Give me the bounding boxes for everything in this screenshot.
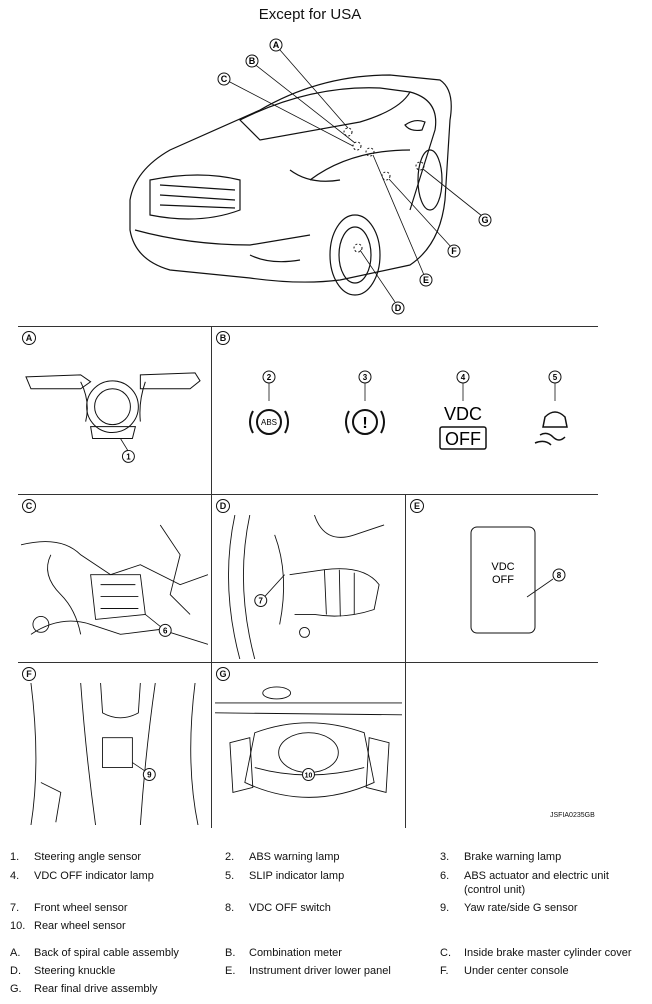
panel-tag: A: [22, 331, 36, 345]
spiral-cable-illustration: 1: [25, 372, 201, 463]
legend-number: 8.: [225, 902, 235, 914]
legend-number: 7.: [10, 902, 20, 914]
callout-5: 5: [553, 373, 558, 382]
callout-A: A: [273, 40, 280, 50]
legend-text: ABS warning lamp: [249, 851, 340, 863]
callout-B: B: [249, 56, 256, 66]
detail-panel-grid: A 1 B 2 3 4 5: [18, 326, 598, 828]
legend-text: Rear final drive assembly: [34, 983, 158, 995]
legend-text: Inside brake master cylinder cover: [464, 947, 632, 959]
vdc-label: VDC: [444, 404, 482, 424]
panel-B: B 2 3 4 5 ABS ! VDC OF: [212, 326, 598, 494]
brake-warning-icon: [345, 409, 385, 435]
legend-number: B.: [225, 947, 236, 959]
legend-text: SLIP indicator lamp: [249, 870, 345, 882]
callout-F: F: [451, 246, 457, 256]
legend-text: Combination meter: [249, 947, 342, 959]
legend-text: Instrument driver lower panel: [249, 965, 391, 977]
callout-6: 6: [163, 626, 168, 635]
legend-text: Under center console: [464, 965, 569, 977]
off-label: OFF: [445, 429, 481, 449]
panel-C: C 6: [18, 494, 212, 662]
legend-text: Rear wheel sensor: [34, 920, 126, 932]
callout-3: 3: [363, 373, 368, 382]
callout-1: 1: [126, 452, 131, 461]
panel-tag: B: [216, 331, 230, 345]
panel-F: F 9: [18, 662, 212, 828]
legend-text: ABS actuator and electric unit (control …: [464, 870, 609, 896]
legend-text: Back of spiral cable assembly: [34, 947, 179, 959]
legend-number: 10.: [10, 920, 26, 932]
legend-number: 6.: [440, 870, 450, 882]
page-title: Except for USA: [258, 6, 362, 23]
callout-2: 2: [267, 373, 272, 382]
legend-text: Steering knuckle: [34, 965, 116, 977]
front-wheel-sensor-illustration: 7: [228, 515, 385, 660]
legend-number: 2.: [225, 851, 235, 863]
panel-A: A 1: [18, 326, 212, 494]
panel-tag: E: [410, 499, 424, 513]
panel-tag: D: [216, 499, 230, 513]
figure-code: JSFIA0235GB: [550, 812, 595, 819]
legend-number: E.: [225, 965, 236, 977]
legend-number: 5.: [225, 870, 235, 882]
vdc-off-switch-illustration: VDC OFF 8: [470, 526, 566, 634]
legend-text: Front wheel sensor: [34, 902, 128, 914]
callout-G: G: [481, 215, 488, 225]
legend-number: 9.: [440, 902, 450, 914]
callout-8: 8: [557, 571, 562, 580]
panel-tag: C: [22, 499, 36, 513]
legend-number: C.: [440, 947, 451, 959]
abs-label: ABS: [261, 418, 277, 427]
callout-9: 9: [147, 770, 152, 779]
legend-number: A.: [10, 947, 21, 959]
legend-number: 3.: [440, 851, 450, 863]
callout-10: 10: [305, 772, 313, 779]
panel-G: G 10: [212, 662, 406, 828]
legend-text: VDC OFF switch: [249, 902, 331, 914]
panel-D: D 7: [212, 494, 406, 662]
rear-final-drive-illustration: 10: [215, 686, 402, 798]
panel-empty: [406, 662, 598, 828]
legend-text: VDC OFF indicator lamp: [34, 870, 154, 882]
legend-text: Brake warning lamp: [464, 851, 562, 863]
legend-number: D.: [10, 965, 21, 977]
callout-D: D: [395, 303, 402, 313]
switch-line1: VDC: [491, 561, 514, 573]
panel-tag: G: [216, 667, 230, 681]
panel-tag: F: [22, 667, 36, 681]
slip-indicator-icon: [534, 411, 568, 446]
callout-4: 4: [461, 373, 466, 382]
abs-actuator-illustration: 6: [21, 524, 208, 645]
callout-E: E: [423, 275, 429, 285]
legend-number: F.: [440, 965, 449, 977]
legend-number: 1.: [10, 851, 20, 863]
svg-text:!: !: [362, 415, 367, 432]
legend-number: G.: [10, 983, 22, 995]
yaw-rate-sensor-illustration: 9: [30, 683, 199, 826]
callout-7: 7: [259, 597, 264, 606]
legend-text: Yaw rate/side G sensor: [464, 902, 578, 914]
switch-line2: OFF: [492, 574, 514, 586]
car-overview-illustration: A B C D E F G: [129, 38, 492, 315]
callout-C: C: [221, 74, 228, 84]
legend-text: Steering angle sensor: [34, 851, 142, 863]
abs-warning-icon: [249, 409, 289, 435]
legend-number: 4.: [10, 870, 20, 882]
panel-E: E VDC OFF 8: [406, 494, 598, 662]
combination-meter-lamps: 2 3 4 5 ABS ! VDC OFF: [249, 370, 568, 450]
